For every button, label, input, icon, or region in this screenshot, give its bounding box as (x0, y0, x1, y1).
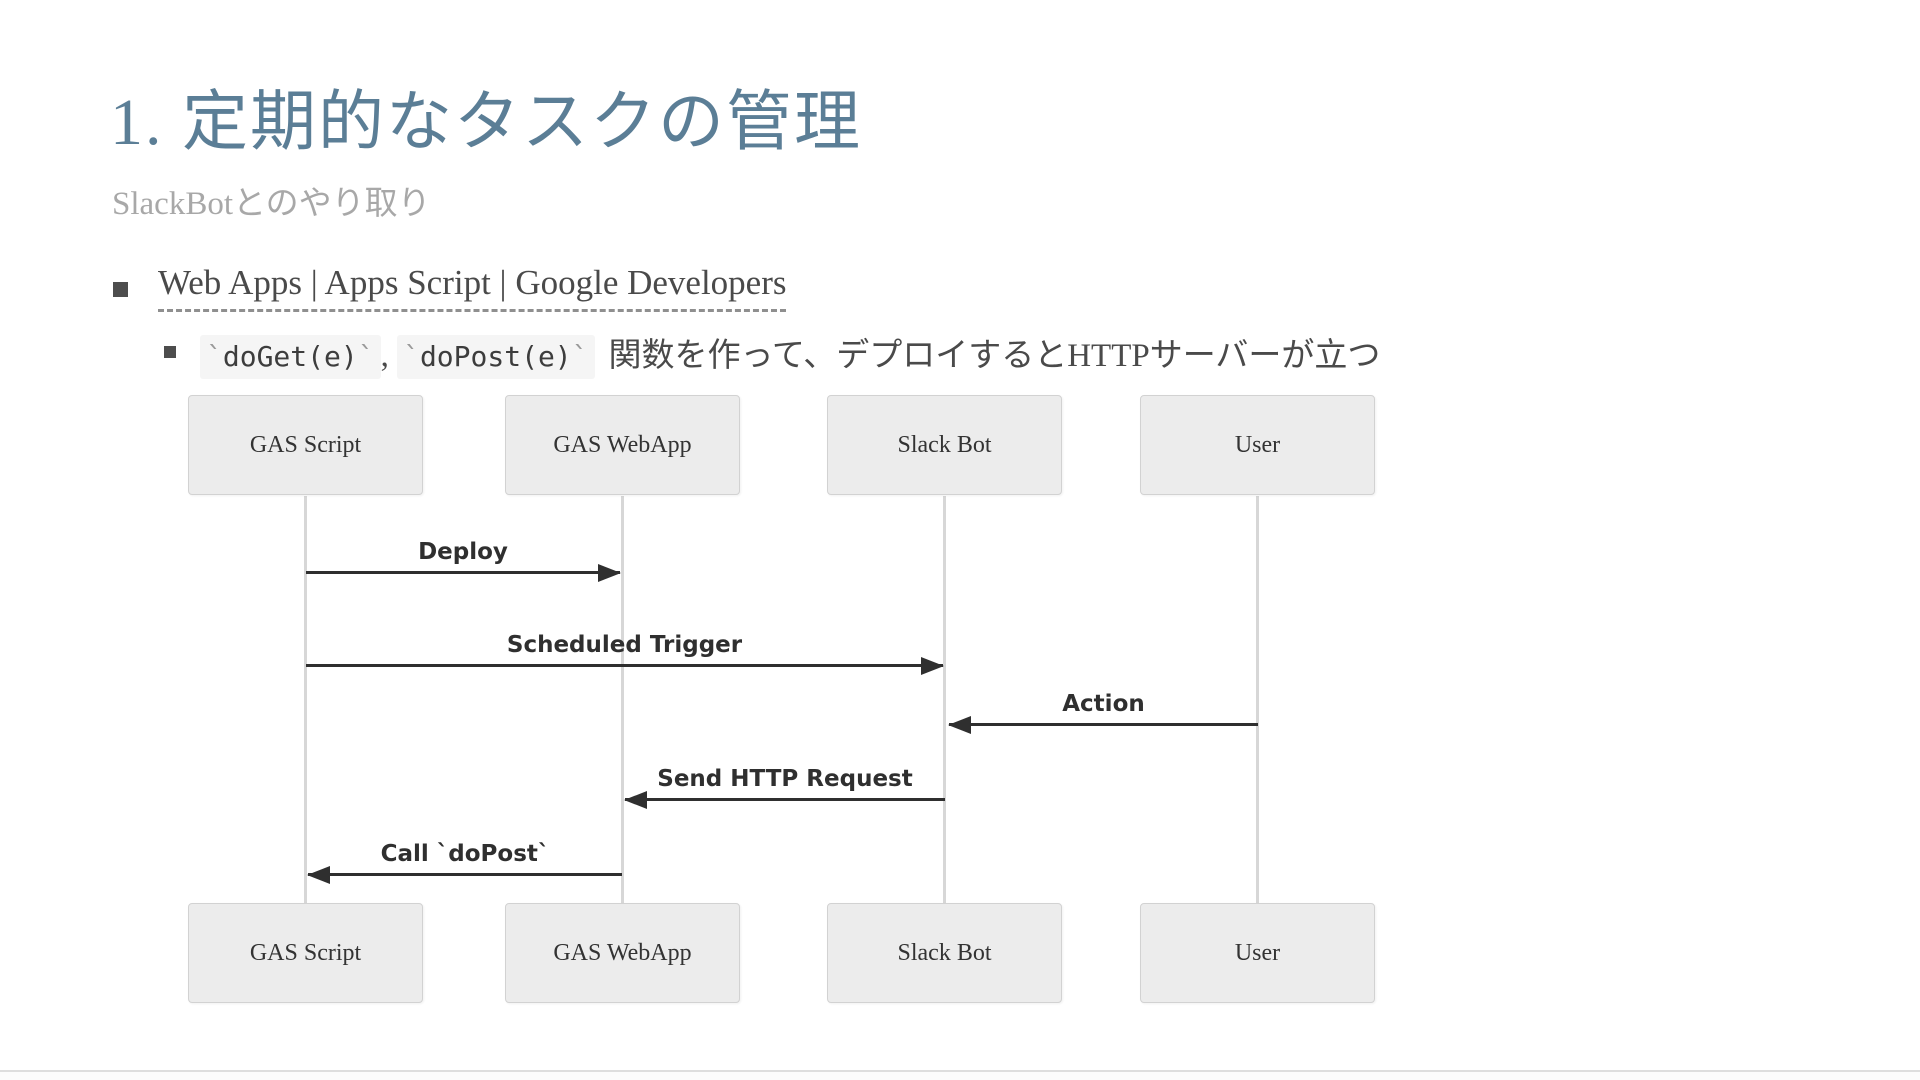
inline-code-doget: `doGet(e)` (200, 335, 381, 379)
arrowhead-left-icon (307, 865, 330, 884)
message-arrow-line (948, 715, 1258, 734)
participant-label: GAS Script (249, 431, 362, 458)
footer-divider (0, 1070, 1920, 1080)
lifeline-slack-bot (943, 496, 946, 903)
message-action: Action (948, 689, 1258, 734)
participant-label: Slack Bot (897, 939, 992, 966)
participant-label: GAS WebApp (553, 939, 692, 966)
message-label: Scheduled Trigger (506, 632, 743, 658)
participant-label: GAS Script (249, 939, 362, 966)
slide-title: 1. 定期的なタスクの管理 (110, 86, 862, 159)
bullet-square-icon (164, 346, 176, 358)
participant-box-gas-webapp-top: GAS WebApp (505, 395, 740, 495)
code-backtick: ` (403, 340, 420, 373)
slide-subtitle: SlackBotとのやり取り (112, 186, 431, 222)
message-deploy: Deploy (306, 537, 621, 582)
code-backtick: ` (571, 340, 589, 373)
code-backtick: ` (357, 340, 375, 373)
participant-label: Slack Bot (897, 431, 992, 458)
message-arrow-line (306, 563, 621, 582)
bullet-suffix-text: 関数を作って、デプロイするとHTTPサーバーが立つ (608, 338, 1381, 374)
docs-link[interactable]: Web Apps | Apps Script | Google Develope… (158, 263, 787, 312)
code-bullet-text: `doGet(e)`, `doPost(e)`関数を作って、デプロイするとHTT… (200, 328, 1381, 379)
code-backtick: ` (206, 340, 223, 373)
participant-box-gas-webapp-bottom: GAS WebApp (505, 903, 740, 1003)
lifeline-gas-script (304, 496, 307, 903)
message-arrow-line (624, 790, 945, 809)
message-label: Deploy (418, 539, 508, 565)
inline-code-dopost: `doPost(e)` (397, 335, 595, 379)
participant-box-user-top: User (1140, 395, 1375, 495)
code-text: doGet(e) (222, 340, 358, 373)
participant-box-user-bottom: User (1140, 903, 1375, 1003)
arrowhead-right-icon (598, 563, 621, 582)
code-text: doPost(e) (419, 340, 572, 373)
message-scheduled-trigger: Scheduled Trigger (306, 630, 944, 675)
lifeline-gas-webapp (621, 496, 624, 903)
participant-box-slack-bot-bottom: Slack Bot (827, 903, 1062, 1003)
arrowhead-left-icon (624, 790, 647, 809)
arrowhead-left-icon (948, 715, 971, 734)
comma-text: , (380, 338, 398, 374)
message-arrow-line (306, 656, 944, 675)
participant-box-slack-bot-top: Slack Bot (827, 395, 1062, 495)
lifeline-user (1256, 496, 1259, 903)
participant-box-gas-script-bottom: GAS Script (188, 903, 423, 1003)
message-label: Call `doPost` (380, 841, 550, 867)
bullet-square-icon (113, 282, 128, 297)
message-send-http-request: Send HTTP Request (624, 764, 945, 809)
message-arrow-line (307, 865, 622, 884)
message-label: Send HTTP Request (657, 766, 913, 792)
participant-box-gas-script-top: GAS Script (188, 395, 423, 495)
message-label: Action (1062, 691, 1145, 717)
arrowhead-right-icon (921, 656, 944, 675)
message-call-dopost: Call `doPost` (307, 839, 622, 884)
participant-label: User (1234, 431, 1281, 458)
participant-label: User (1234, 939, 1281, 966)
participant-label: GAS WebApp (553, 431, 692, 458)
